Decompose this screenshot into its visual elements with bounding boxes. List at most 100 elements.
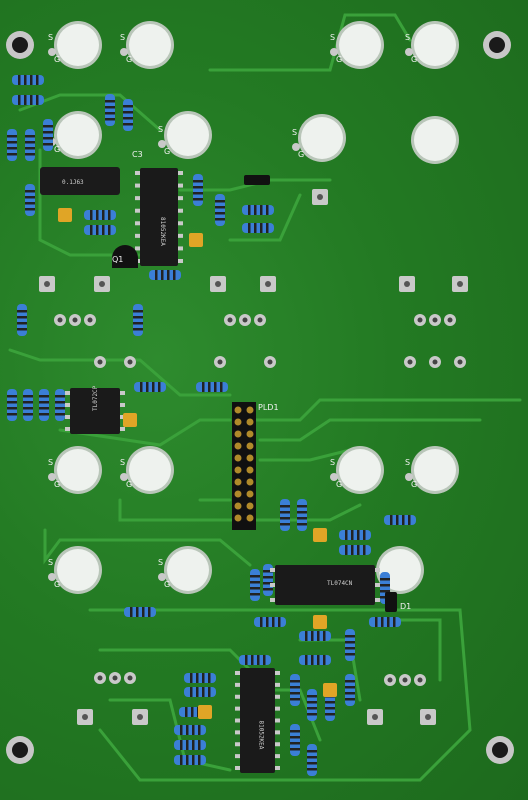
label-s: S [48,33,53,42]
resistor-band [305,655,308,665]
resistor-band [39,401,49,404]
pad-hole [447,317,453,323]
resistor-band [7,407,17,410]
resistor-body [39,389,49,421]
pad-hole [127,675,133,681]
resistor [7,389,17,421]
ic-pin [178,221,183,226]
resistor-band [7,153,17,156]
resistor-band [146,382,149,392]
resistor [250,569,260,601]
ic-pin [178,171,183,175]
resistor [84,210,116,220]
resistor [43,119,53,151]
resistor-band [254,205,257,215]
resistor-band [108,210,111,220]
pad-hole [44,281,50,287]
box-capacitor [40,167,120,195]
header-pin [234,442,242,450]
resistor-band [402,515,405,525]
ic-pin [178,259,183,263]
jack-hole [339,449,381,491]
label-s: S [158,558,163,567]
jack-pin-pad [48,573,56,581]
ic-pin [178,183,183,188]
ic-pin [275,754,280,759]
resistor-band [30,75,33,85]
resistor-body [12,75,44,85]
pad-hole [97,675,103,681]
ic-pin [235,706,240,711]
resistor-band [17,328,27,331]
jack-hole [129,449,171,491]
resistor-body [345,674,355,706]
resistor-band [290,692,300,695]
resistor-band [351,530,354,540]
resistor-band [39,395,49,398]
resistor-band [202,687,205,697]
resistor [84,225,116,235]
header-pin [246,442,254,450]
resistor-band [7,413,17,416]
label-g: G [126,55,132,64]
resistor [297,499,307,531]
resistor-body [7,389,17,421]
ic-pin [275,742,280,747]
resistor [307,689,317,721]
jack-hole [414,24,456,66]
resistor-band [39,407,49,410]
resistor-band [357,545,360,555]
ic-pin [135,183,140,188]
resistor-band [39,413,49,416]
pad-hole [387,677,393,683]
header-pin [246,490,254,498]
resistor-band [290,748,300,751]
resistor-band [325,713,335,716]
label-s: S [330,33,335,42]
resistor-band [167,270,170,280]
resistor [23,389,33,421]
resistor-band [215,212,225,215]
pad-hole [404,281,410,287]
resistor-band [202,382,205,392]
resistor-band [133,310,143,313]
jack-hole [129,24,171,66]
ic-right [275,565,375,605]
ic-pin [235,754,240,759]
resistor [345,629,355,661]
jack-hole [57,114,99,156]
resistor-band [345,635,355,638]
ic-marking: TL074CN [327,580,353,587]
resistor [193,174,203,206]
resistor-band [345,647,355,650]
resistor-band [43,143,53,146]
resistor-band [17,322,27,325]
resistor-band [180,740,183,750]
tantalum-capacitor [313,528,327,542]
pad-hole [267,359,273,365]
resistor-band [108,225,111,235]
ic-pin [235,766,240,770]
resistor-band [263,570,273,573]
resistor-body [25,184,35,216]
label-q1: Q1 [112,255,123,264]
resistor-band [307,762,317,765]
ic-pin [65,427,70,431]
resistor-band [186,725,189,735]
resistor-body [84,225,116,235]
resistor-band [30,95,33,105]
resistor [134,382,166,392]
resistor-band [215,200,225,203]
ic-pin [65,391,70,395]
resistor-band [307,695,317,698]
ic-pin [275,718,280,723]
resistor-band [25,135,35,138]
ic-pin [135,221,140,226]
resistor-body [124,607,156,617]
resistor-band [357,530,360,540]
pad-hole [402,677,408,683]
resistor-band [130,607,133,617]
ic-bottom [240,668,275,773]
jack-hole [339,24,381,66]
resistor [339,530,371,540]
